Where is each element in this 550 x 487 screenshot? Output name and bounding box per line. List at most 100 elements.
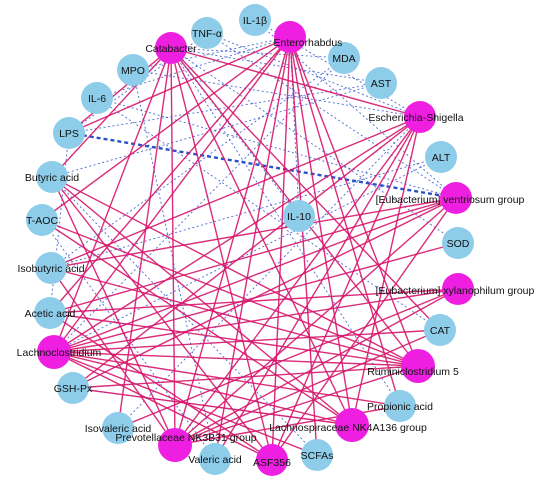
node-isobutyric[interactable] (35, 252, 67, 284)
node-gshpx[interactable] (57, 372, 89, 404)
edge-lachnoclos-propionic (53, 351, 401, 407)
node-label-enterorhabdus: Enterorhabdus (274, 37, 343, 49)
edge-lachno_nk4a-gshpx (72, 387, 353, 426)
node-label-alt: ALT (432, 152, 451, 164)
edge-catabacter-cat (170, 47, 441, 331)
node-asf356[interactable] (256, 444, 288, 476)
node-label-il10: IL-10 (287, 211, 311, 223)
node-prevo[interactable] (158, 428, 192, 462)
node-propionic[interactable] (384, 390, 416, 422)
node-label-propionic: Propionic acid (367, 401, 433, 413)
node-rumini[interactable] (401, 349, 435, 383)
node-alt[interactable] (425, 141, 457, 173)
node-il1b[interactable] (239, 4, 271, 36)
node-label-prevo: Prevotellaceae NK3B31 group (115, 432, 256, 444)
node-label-cat: CAT (430, 325, 451, 337)
edge-escherichia-isobutyric (50, 116, 421, 269)
edge-tnf-escherichia (206, 32, 421, 118)
node-label-lps: LPS (59, 128, 79, 140)
edge-xylanophilum-acetic (49, 288, 459, 314)
edge-escherichia-lachno_nk4a (351, 116, 421, 426)
node-ventriosum[interactable] (440, 182, 472, 214)
node-label-xylanophilum: [Eubacterium] xylanophilum group (376, 285, 535, 297)
edge-ventriosum-lachnoclos (53, 197, 457, 353)
edge-prevo-isobutyric (50, 267, 176, 446)
node-isovaleric[interactable] (102, 412, 134, 444)
edge-mpo-escherichia (132, 69, 421, 118)
node-ast[interactable] (365, 67, 397, 99)
node-label-valeric: Valeric acid (188, 454, 242, 466)
edge-ventriosum-prevo (174, 197, 457, 446)
edge-enterorhabdus-prevo (174, 36, 291, 446)
node-label-taoc: T-AOC (26, 215, 59, 227)
node-sod[interactable] (442, 227, 474, 259)
edge-asf356-acetic (49, 312, 273, 461)
node-label-lachno_nk4a: Lachnospiraceae NK4A136 group (269, 422, 427, 434)
edge-asf356-lachnoclos (53, 351, 273, 461)
node-lachnoclos[interactable] (37, 335, 71, 369)
edge-il6-ventriosum (96, 97, 457, 199)
edge-ast-butyric (51, 82, 382, 178)
edge-enterorhabdus-lachnoclos (53, 36, 291, 353)
edge-catabacter-lps (68, 47, 172, 134)
edge-sod-catabacter (170, 47, 459, 244)
node-mpo[interactable] (117, 54, 149, 86)
node-catabacter[interactable] (155, 32, 187, 64)
node-label-ast: AST (371, 78, 392, 90)
edge-valeric-mpo (132, 69, 216, 460)
edge-lachno_nk4a-lachnoclos (53, 351, 353, 426)
edge-tnf-ventriosum (206, 32, 457, 199)
node-lps[interactable] (53, 117, 85, 149)
node-butyric[interactable] (36, 161, 68, 193)
node-cat[interactable] (424, 314, 456, 346)
node-escherichia[interactable] (404, 101, 436, 133)
node-enterorhabdus[interactable] (274, 21, 306, 53)
edge-enterorhabdus-rumini (289, 36, 419, 367)
node-label-rumini: Ruminiclostridium 5 (367, 366, 459, 378)
edge-prevo-butyric (51, 176, 176, 446)
edge-ventriosum-acetic (49, 197, 457, 314)
edge-catabacter-butyric (51, 47, 172, 178)
node-il6[interactable] (81, 82, 113, 114)
node-acetic[interactable] (34, 297, 66, 329)
edge-xylanophilum-prevo (174, 288, 459, 446)
node-label-acetic: Acetic acid (25, 308, 76, 320)
edge-rumini-isobutyric (50, 267, 419, 367)
node-lachno_nk4a[interactable] (335, 408, 369, 442)
node-label-isovaleric: Isovaleric acid (85, 423, 152, 435)
node-layer (26, 4, 474, 476)
edge-escherichia-prevo (174, 116, 421, 446)
edge-escherichia-valeric (214, 116, 421, 460)
edge-lachnoclos-cat (53, 329, 441, 353)
edge-layer (41, 19, 459, 461)
edge-ventriosum-asf356 (271, 197, 457, 461)
edge-acetic-lps (49, 132, 70, 314)
edge-ventriosum-isobutyric (50, 197, 457, 269)
edge-mda-isobutyric (50, 57, 345, 269)
node-mda[interactable] (328, 42, 360, 74)
edge-prevo-cat (174, 329, 441, 446)
node-label-il1b: IL-1β (243, 15, 267, 27)
edge-escherichia-gshpx (72, 116, 421, 389)
edge-enterorhabdus-lps (68, 36, 291, 134)
edge-xylanophilum-lachnoclos (53, 288, 459, 353)
edge-enterorhabdus-taoc (41, 36, 291, 221)
node-scfas[interactable] (301, 439, 333, 471)
edge-rumini-gshpx (72, 365, 419, 389)
node-tnf[interactable] (191, 17, 223, 49)
edge-lachno_nk4a-butyric (51, 176, 353, 426)
edge-butyric-scfas (51, 176, 318, 456)
edge-catabacter-mda (170, 47, 345, 59)
node-label-il6: IL-6 (88, 93, 106, 105)
node-taoc[interactable] (26, 204, 58, 236)
edge-escherichia-asf356 (271, 116, 421, 461)
node-il10[interactable] (283, 200, 315, 232)
node-xylanophilum[interactable] (442, 273, 474, 305)
node-label-asf356: ASF356 (253, 457, 291, 469)
node-label-catabacter: Catabacter (145, 43, 197, 55)
node-label-lachnoclos: Lachnoclostridium (17, 347, 102, 359)
edge-catabacter-escherichia (170, 47, 421, 118)
node-valeric[interactable] (199, 443, 231, 475)
